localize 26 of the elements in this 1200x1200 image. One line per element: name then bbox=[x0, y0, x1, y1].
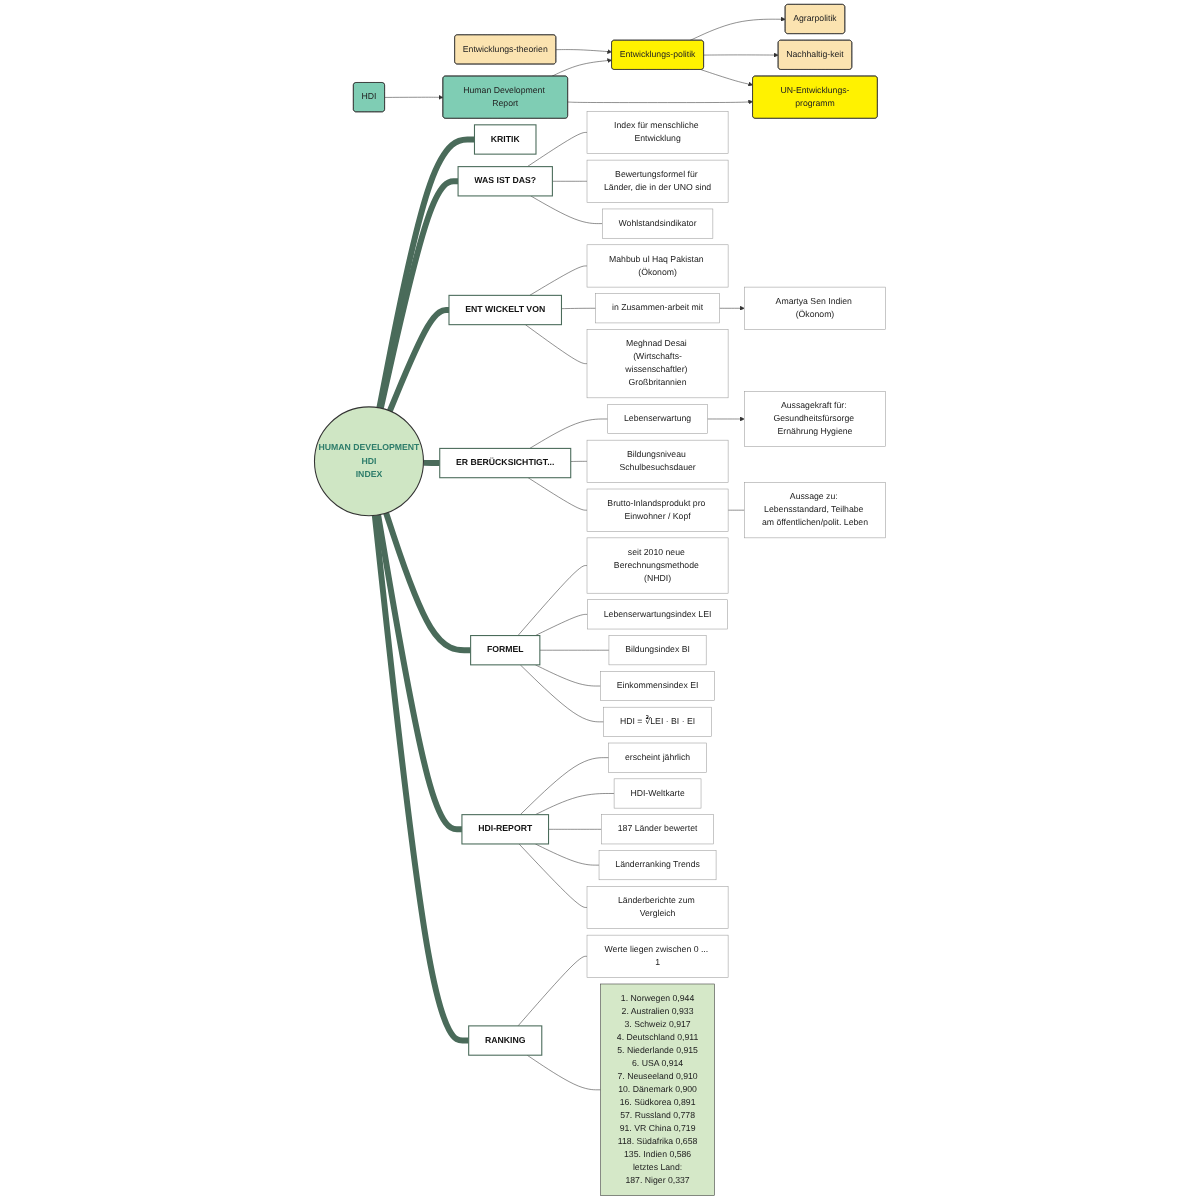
connector bbox=[561, 308, 596, 309]
connector bbox=[535, 664, 601, 687]
connector bbox=[535, 614, 588, 636]
connector bbox=[535, 793, 615, 815]
connector bbox=[570, 461, 588, 462]
connector bbox=[383, 512, 471, 654]
connector bbox=[525, 324, 588, 364]
connector bbox=[552, 181, 588, 182]
connector bbox=[535, 843, 600, 866]
connector bbox=[530, 195, 603, 224]
connector bbox=[421, 459, 442, 467]
connector bbox=[517, 956, 588, 1027]
connector bbox=[548, 829, 602, 830]
connector bbox=[527, 477, 588, 511]
connector bbox=[517, 565, 588, 636]
connector bbox=[520, 757, 609, 815]
connector bbox=[377, 178, 459, 409]
connector bbox=[375, 514, 462, 833]
connector bbox=[371, 515, 469, 1044]
connector bbox=[529, 265, 588, 296]
connector bbox=[529, 418, 608, 449]
connector bbox=[527, 132, 588, 167]
connector bbox=[526, 1054, 601, 1091]
connector bbox=[376, 136, 475, 409]
connector bbox=[518, 843, 588, 908]
connector bbox=[387, 307, 450, 413]
